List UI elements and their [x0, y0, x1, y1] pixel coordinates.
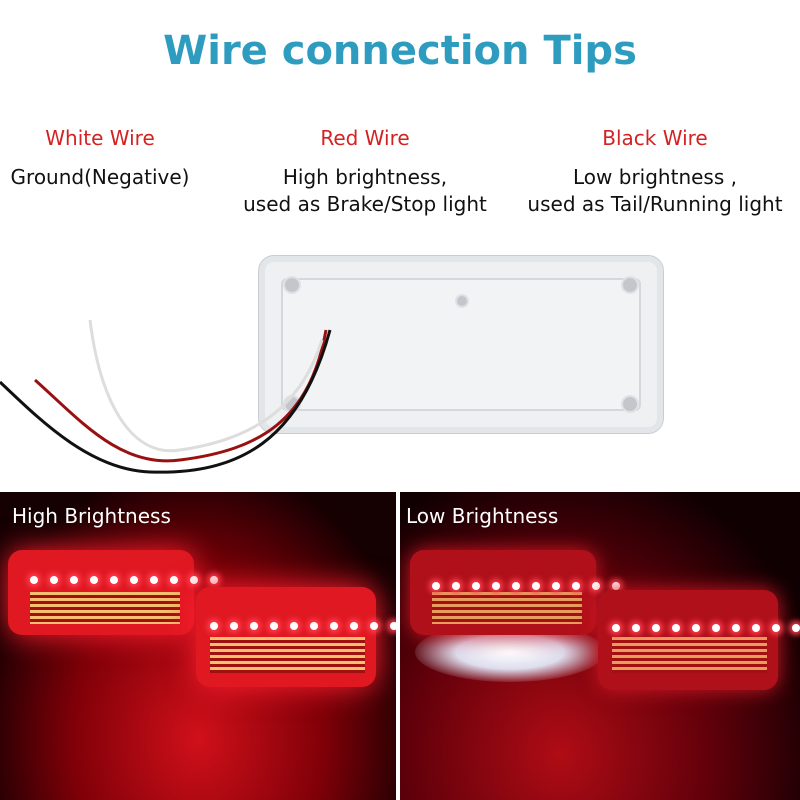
white-wire-label: White Wire [45, 126, 155, 150]
red-wire-desc-2: used as Brake/Stop light [243, 192, 487, 216]
low-brightness-panel: Low Brightness [400, 492, 800, 800]
red-wire-desc-1: High brightness, [282, 165, 448, 189]
screw-hole [621, 276, 639, 294]
white-wire-info: White Wire Ground(Negative) [0, 126, 200, 191]
high-brightness-panel: High Brightness [0, 492, 396, 800]
black-wire-label: Black Wire [602, 126, 708, 150]
screw-hole [283, 276, 301, 294]
high-brightness-label: High Brightness [12, 504, 171, 528]
screw-hole [621, 395, 639, 413]
black-wire-info: Black Wire Low brightness , used as Tail… [515, 126, 795, 218]
red-wire-label: Red Wire [320, 126, 410, 150]
center-screw [455, 294, 469, 308]
low-brightness-label: Low Brightness [406, 504, 559, 528]
wires-illustration [0, 319, 332, 474]
light-back-plate [258, 255, 664, 434]
white-wire-desc: Ground(Negative) [10, 165, 190, 189]
black-wire-desc-1: Low brightness , [573, 165, 737, 189]
page-title: Wire connection Tips [163, 28, 637, 74]
black-wire-desc-2: used as Tail/Running light [527, 192, 783, 216]
red-wire-info: Red Wire High brightness, used as Brake/… [230, 126, 500, 218]
